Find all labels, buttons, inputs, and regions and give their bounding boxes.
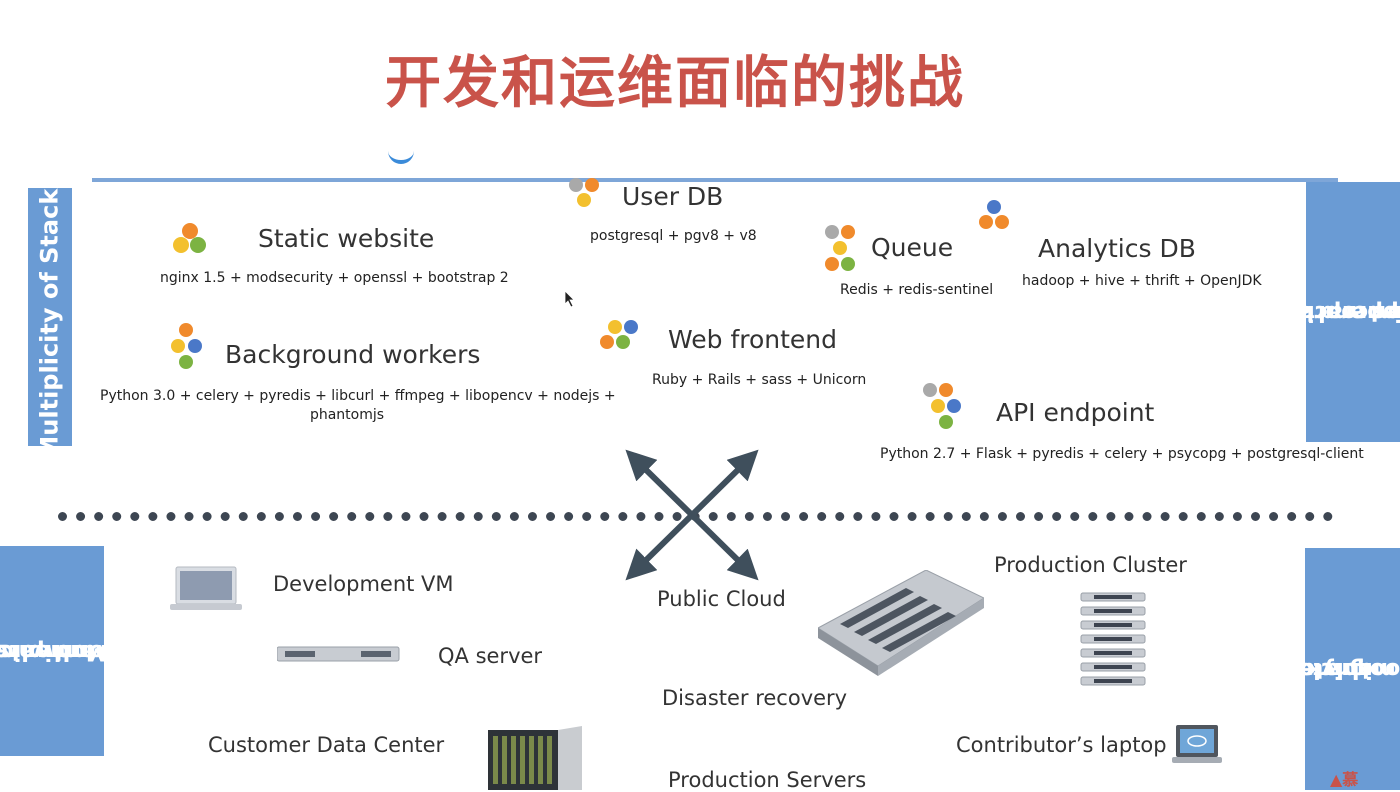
service-background-workers-name: Background workers <box>225 340 481 369</box>
side-label-stacks: Multiplicity of Stacks <box>28 174 72 460</box>
hexagon-cluster-icon <box>825 225 855 271</box>
hexagon-cluster-icon <box>171 323 202 369</box>
service-web-frontend-name: Web frontend <box>668 325 838 354</box>
hexagon-cluster-icon <box>923 383 961 429</box>
hexagon-cluster-icon <box>979 200 1009 229</box>
hex-yellow <box>171 339 185 353</box>
hex-blue <box>947 399 961 413</box>
mouse-cursor-icon <box>564 290 575 308</box>
service-background-workers-stack-line2: phantomjs <box>309 407 385 423</box>
hex-yellow <box>931 399 945 413</box>
hex-orange <box>841 225 855 239</box>
logo-mark: ▲慕 <box>1330 770 1359 789</box>
decorative-arc <box>388 148 414 164</box>
hexagon-cluster-icon <box>173 223 206 253</box>
env-production-cluster: Production Cluster <box>994 553 1187 577</box>
hex-blue <box>188 339 202 353</box>
hex-orange <box>825 257 839 271</box>
hex-yellow <box>608 320 622 334</box>
top-divider-line <box>92 178 1338 182</box>
env-contributor-laptop: Contributor’s laptop <box>956 733 1167 757</box>
service-user-db-stack: postgresql + pgv8 + v8 <box>590 228 757 244</box>
service-analytics-db-name: Analytics DB <box>1038 234 1196 263</box>
env-customer-data-center: Customer Data Center <box>208 733 445 757</box>
hex-yellow <box>173 237 189 253</box>
env-production-servers: Production Servers <box>668 768 867 792</box>
service-static-website-stack: nginx 1.5 + modsecurity + openssl + boot… <box>160 270 509 286</box>
arrow-up-left <box>625 449 695 518</box>
hex-orange <box>585 178 599 192</box>
service-analytics-db-stack: hadoop + hive + thrift + OpenJDK <box>1022 273 1262 289</box>
hex-yellow <box>833 241 847 255</box>
hex-green <box>616 335 630 349</box>
service-api-endpoint-stack: Python 2.7 + Flask + pyredis + celery + … <box>880 446 1364 462</box>
laptop-icon <box>1172 725 1222 763</box>
side-label-hardware: Multiplicity of hardware environments <box>0 546 168 756</box>
hex-orange <box>979 215 993 229</box>
laptop-icon <box>170 566 242 610</box>
side-label-migrate: Can I migrate smoothly and quickly? <box>1268 548 1400 790</box>
service-static-website-name: Static website <box>258 224 435 253</box>
arrow-down-left <box>625 512 695 581</box>
hex-orange <box>939 383 953 397</box>
env-development-vm: Development VM <box>273 572 454 596</box>
hex-green <box>190 237 206 253</box>
service-user-db-name: User DB <box>622 182 724 211</box>
hex-orange <box>600 335 614 349</box>
hex-green <box>179 355 193 369</box>
service-queue-name: Queue <box>871 233 954 262</box>
hex-orange <box>182 223 198 239</box>
env-public-cloud: Public Cloud <box>657 587 786 611</box>
hex-gray <box>569 178 583 192</box>
hex-orange <box>179 323 193 337</box>
hex-blue <box>987 200 1001 214</box>
hex-green <box>939 415 953 429</box>
service-api-endpoint-name: API endpoint <box>996 398 1155 427</box>
side-label-interact: Do services and apps interact appropriat… <box>1232 182 1400 442</box>
hex-gray <box>923 383 937 397</box>
env-disaster-recovery: Disaster recovery <box>662 686 848 710</box>
hexagon-cluster-icon <box>600 320 638 349</box>
slide-title: 开发和运维面临的挑战 <box>385 51 965 116</box>
hex-green <box>841 257 855 271</box>
env-qa-server: QA server <box>438 644 543 668</box>
service-web-frontend-stack: Ruby + Rails + sass + Unicorn <box>652 372 867 388</box>
hex-yellow <box>577 193 591 207</box>
hex-orange <box>995 215 1009 229</box>
cross-arrows-icon <box>625 449 759 581</box>
service-background-workers-stack-line1: Python 3.0 + celery + pyredis + libcurl … <box>100 388 616 404</box>
server-stack-icon <box>1080 592 1146 686</box>
hex-gray <box>825 225 839 239</box>
service-queue-stack: Redis + redis-sentinel <box>840 282 994 298</box>
arrow-down-right <box>689 512 759 581</box>
rack-server-icon <box>277 646 400 662</box>
arrow-up-right <box>689 449 759 518</box>
blade-server-icon <box>488 726 582 790</box>
hex-blue <box>624 320 638 334</box>
hexagon-cluster-icon <box>569 178 599 207</box>
datacenter-icon <box>818 570 984 676</box>
